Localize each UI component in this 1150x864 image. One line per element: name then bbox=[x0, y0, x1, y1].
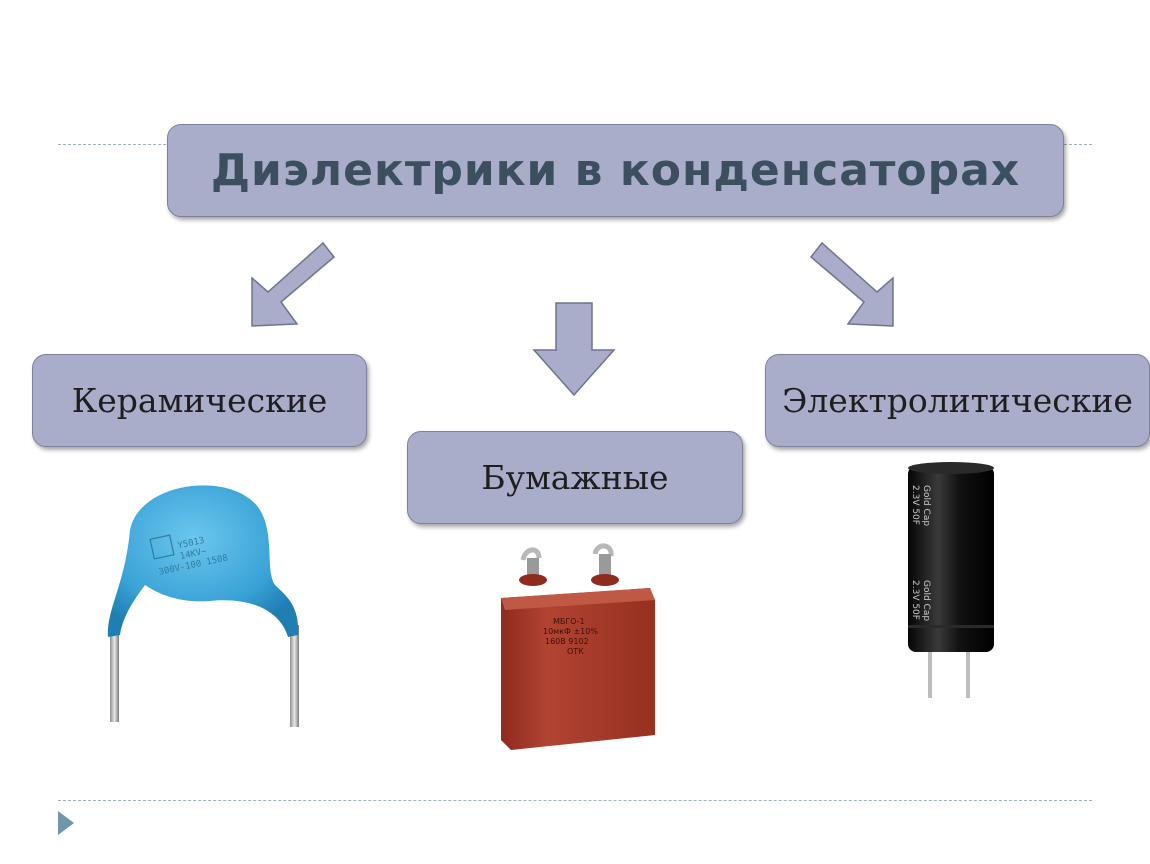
play-triangle-icon bbox=[58, 811, 74, 835]
category-paper: Бумажные bbox=[407, 431, 743, 524]
electrolytic-marking-4: 2.3V 50F bbox=[910, 580, 920, 620]
paper-marking-2: 10мкФ ±10% bbox=[543, 627, 598, 636]
electrolytic-marking-2: 2.3V 50F bbox=[910, 485, 920, 525]
title-box: Диэлектрики в конденсаторах bbox=[167, 124, 1064, 217]
arrow-right-down-icon bbox=[809, 241, 894, 327]
category-ceramic: Керамические bbox=[32, 354, 367, 447]
arrow-down-icon bbox=[532, 302, 616, 397]
ceramic-capacitor-image: Y5013 14KV~ 300V-100 1508 bbox=[107, 485, 299, 727]
arrow-left-down-icon bbox=[251, 241, 336, 327]
diagram-title: Диэлектрики в конденсаторах bbox=[210, 145, 1021, 196]
electrolytic-capacitor-image: Gold Cap 2.3V 50F Gold Cap 2.3V 50F bbox=[908, 462, 994, 698]
category-electrolytic-label: Электролитические bbox=[782, 381, 1133, 420]
paper-marking-1: МБГО-1 bbox=[553, 617, 585, 626]
category-electrolytic: Электролитические bbox=[765, 354, 1150, 447]
paper-marking-4: ОТК bbox=[567, 647, 584, 656]
electrolytic-marking-1: Gold Cap bbox=[921, 485, 931, 526]
paper-marking-3: 160В 9102 bbox=[545, 637, 589, 646]
category-paper-label: Бумажные bbox=[481, 458, 669, 497]
paper-capacitor-image: МБГО-1 10мкФ ±10% 160В 9102 ОТК bbox=[501, 543, 655, 750]
bottom-divider bbox=[58, 800, 1092, 801]
electrolytic-marking-3: Gold Cap bbox=[921, 580, 931, 621]
category-ceramic-label: Керамические bbox=[71, 381, 328, 420]
